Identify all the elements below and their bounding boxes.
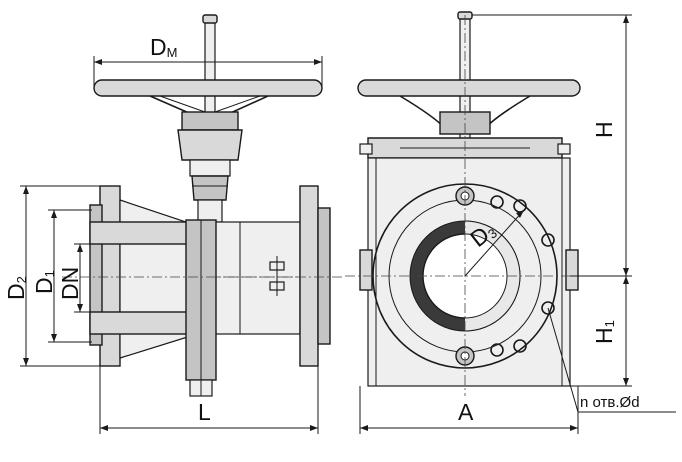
- svg-text:D1: D1: [31, 270, 57, 294]
- label-l: L: [198, 399, 211, 425]
- front-bolt-holes: [490, 195, 555, 357]
- svg-text:D2: D2: [3, 276, 29, 300]
- label-dn: DN: [57, 267, 83, 300]
- dim-dm: DM: [93, 34, 323, 88]
- side-view: DM D2 D1 DN: [3, 14, 345, 434]
- dim-d2: D2: [3, 185, 100, 367]
- dim-h: H: [472, 14, 632, 277]
- dim-a: A: [359, 386, 579, 434]
- label-d2: D: [3, 283, 29, 300]
- side-gearbox: [177, 129, 243, 223]
- label-h1: H: [591, 327, 617, 344]
- svg-text:DM: DM: [150, 34, 177, 60]
- side-flange-left: [89, 185, 121, 367]
- side-body: [89, 199, 301, 359]
- dim-h1: H1: [570, 276, 632, 387]
- dim-l: L: [99, 366, 319, 434]
- side-flange-right: [299, 185, 331, 367]
- svg-text:H1: H1: [591, 320, 617, 344]
- dim-dn: DN: [57, 243, 92, 313]
- dim-d1: D1: [31, 209, 92, 343]
- side-bolt: [269, 256, 285, 296]
- label-d1: D: [31, 277, 57, 294]
- label-holes: n отв.Ød: [580, 394, 640, 411]
- label-a: A: [458, 399, 474, 425]
- label-dm: D: [150, 34, 167, 60]
- side-gate-plate: [185, 219, 217, 397]
- holes-leader: n отв.Ød: [547, 307, 676, 413]
- front-view: D3 H H1 A n отв.Ød: [345, 11, 676, 434]
- label-h: H: [591, 121, 617, 138]
